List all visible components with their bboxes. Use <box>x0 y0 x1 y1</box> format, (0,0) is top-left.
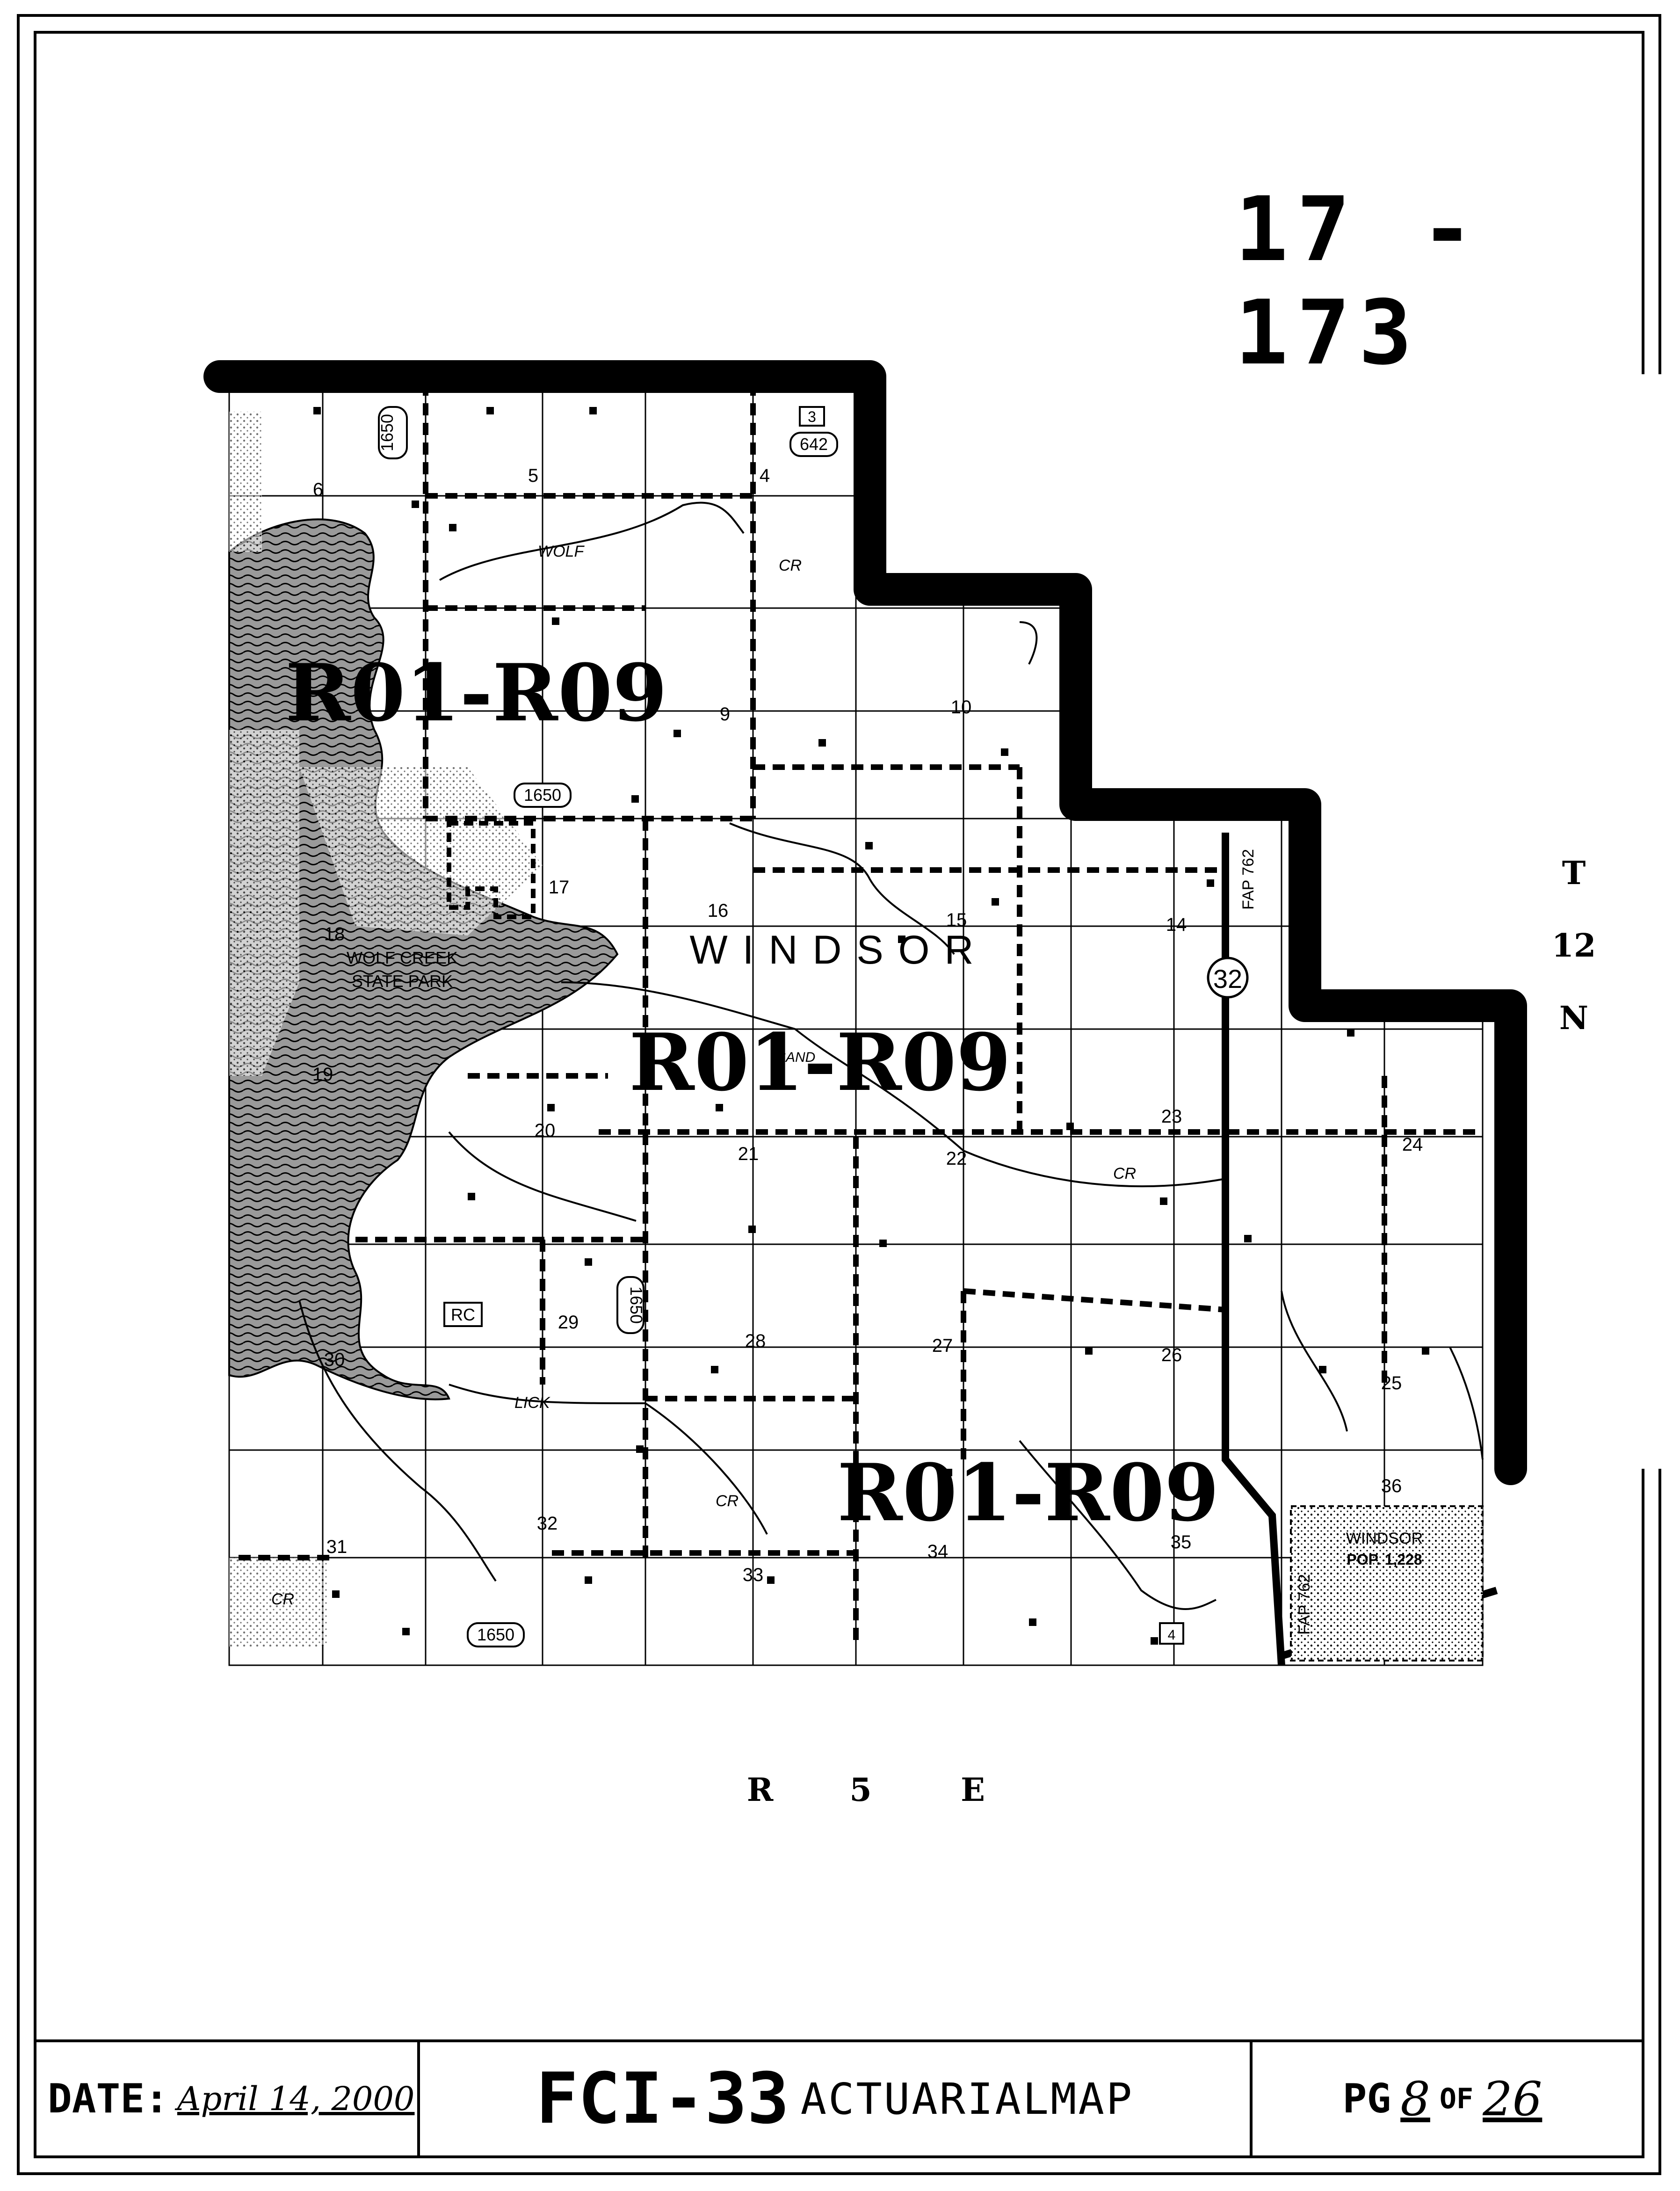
svg-text:1650: 1650 <box>524 785 561 805</box>
section-36: 36 <box>1381 1476 1402 1496</box>
svg-text:642: 642 <box>800 435 828 454</box>
road-1650-shield-c: 1650 <box>616 1276 646 1334</box>
town-population: POP. 1,228 <box>1347 1551 1422 1568</box>
svg-text:32: 32 <box>1213 964 1242 994</box>
state-park-label-2: STATE PARK <box>352 972 453 991</box>
dashed-roads <box>239 384 1483 1647</box>
outside-area <box>870 374 1680 1469</box>
range-5: 5 <box>849 1771 871 1809</box>
section-21: 21 <box>738 1144 759 1164</box>
fap-762-bottom: FAP 762 <box>1296 1574 1313 1635</box>
creek-label-cr-1: CR <box>779 557 802 574</box>
footer-bar: DATE: April 14, 2000 FCI-33 ACTUARIALMAP… <box>36 2039 1642 2155</box>
page-cell: PG 8 OF 26 <box>1253 2042 1642 2155</box>
section-19: 19 <box>312 1064 333 1085</box>
svg-text:3: 3 <box>808 408 816 425</box>
section-18: 18 <box>324 924 345 944</box>
section-20: 20 <box>535 1120 556 1141</box>
township-name: W I N D S O R <box>690 928 976 972</box>
town-label: WINDSOR <box>1346 1530 1423 1547</box>
svg-text:1650: 1650 <box>627 1286 646 1324</box>
section-5: 5 <box>528 465 538 486</box>
section-9: 9 <box>720 704 730 725</box>
creek-label-cr-2: CR <box>1113 1165 1136 1183</box>
form-code: FCI-33 <box>536 2058 789 2140</box>
page-total: 26 <box>1483 2071 1542 2126</box>
section-35: 35 <box>1171 1532 1192 1553</box>
svg-text:RC: RC <box>451 1305 475 1324</box>
highway-fap-762 <box>1222 833 1285 1666</box>
date-label: DATE: <box>48 2075 169 2122</box>
rate-area-label-2: R01-R09 <box>629 1016 1011 1109</box>
title-cell: FCI-33 ACTUARIALMAP <box>420 2042 1253 2155</box>
creek-label-wolf: WOLF <box>538 543 585 560</box>
section-15: 15 <box>946 910 967 930</box>
road-1650-shield-b: 1650 <box>514 783 572 808</box>
fap-762-top: FAP 762 <box>1239 849 1257 910</box>
svg-text:1650: 1650 <box>477 1625 514 1644</box>
range-e: E <box>961 1771 985 1809</box>
section-27: 27 <box>932 1335 953 1356</box>
town-area <box>1290 1505 1484 1661</box>
rc-box: RC <box>443 1302 483 1327</box>
creek-label-cr-4: CR <box>271 1590 294 1608</box>
township-12: 12 <box>1552 927 1596 965</box>
section-31: 31 <box>326 1537 348 1557</box>
svg-text:1650: 1650 <box>377 414 397 451</box>
creek-label-lick: LICK <box>514 1394 550 1412</box>
section-33: 33 <box>743 1565 764 1585</box>
section-24: 24 <box>1402 1134 1423 1155</box>
route-32-shield: 32 <box>1207 957 1249 999</box>
road-1650-shield-d: 1650 <box>467 1622 525 1647</box>
section-17: 17 <box>549 877 570 898</box>
creek-label-sand: SAND <box>776 1050 815 1065</box>
svg-text:4: 4 <box>1168 1627 1176 1643</box>
date-value: April 14, 2000 <box>177 2080 415 2118</box>
township-n: N <box>1559 1000 1588 1037</box>
section-23: 23 <box>1161 1106 1182 1127</box>
state-park-label-1: WOLF CREEK <box>347 948 458 967</box>
form-title: ACTUARIALMAP <box>800 2074 1134 2124</box>
section-10: 10 <box>951 697 972 718</box>
section-29: 29 <box>558 1312 579 1333</box>
page-number: 8 <box>1400 2071 1430 2126</box>
page-of: OF <box>1439 2082 1474 2115</box>
section-numbers: 5 4 6 9 10 16 17 15 14 18 19 20 21 22 23… <box>312 465 1423 1585</box>
state-park-outline <box>447 821 536 919</box>
section-34: 34 <box>927 1541 949 1562</box>
lake <box>228 518 619 1400</box>
creek-label-cr-3: CR <box>716 1492 739 1510</box>
buildings <box>313 407 1429 1645</box>
creeks <box>298 501 1484 1610</box>
road-642-shield: 3 642 <box>789 406 838 457</box>
box-4: 4 <box>1159 1622 1184 1645</box>
map-number: 17 - 173 <box>1235 178 1483 385</box>
page-label: PG <box>1342 2075 1391 2122</box>
section-4: 4 <box>760 465 770 486</box>
section-6: 6 <box>313 479 323 500</box>
section-32: 32 <box>537 1513 558 1534</box>
section-28: 28 <box>745 1331 766 1351</box>
section-26: 26 <box>1161 1345 1182 1365</box>
township-t: T <box>1562 855 1586 892</box>
road-1650-shield-a: 1650 <box>377 406 408 459</box>
township-boundary <box>203 360 1527 1485</box>
section-14: 14 <box>1166 914 1187 935</box>
section-16: 16 <box>708 900 729 921</box>
rate-area-label-3: R01-R09 <box>837 1446 1219 1539</box>
range-r: R <box>747 1771 774 1809</box>
section-30: 30 <box>324 1349 345 1370</box>
date-cell: DATE: April 14, 2000 <box>36 2042 420 2155</box>
rate-area-label-1: R01-R09 <box>285 646 667 739</box>
section-22: 22 <box>946 1148 967 1169</box>
section-25: 25 <box>1381 1373 1402 1393</box>
